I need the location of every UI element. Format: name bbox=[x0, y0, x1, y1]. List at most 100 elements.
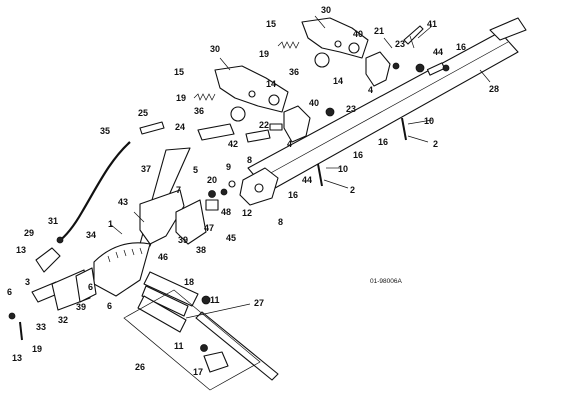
group-outline-26 bbox=[123, 289, 261, 391]
callout-16d: 16 bbox=[288, 190, 298, 200]
callout-23b: 23 bbox=[346, 104, 356, 114]
spring-mid bbox=[193, 93, 216, 101]
callout-15b: 15 bbox=[174, 67, 184, 77]
callout-12: 12 bbox=[242, 208, 252, 218]
washer-48 bbox=[220, 188, 228, 196]
callout-2b: 2 bbox=[350, 185, 355, 195]
callout-40: 40 bbox=[353, 29, 363, 39]
pad-24 bbox=[197, 123, 235, 141]
callout-9: 9 bbox=[226, 162, 231, 172]
callout-22: 22 bbox=[259, 120, 269, 130]
callout-16b: 16 bbox=[353, 150, 363, 160]
handle-29 bbox=[35, 247, 61, 273]
leader-lines bbox=[109, 15, 491, 235]
cam-left bbox=[283, 105, 311, 143]
callout-44: 44 bbox=[433, 47, 443, 57]
callout-47: 47 bbox=[204, 223, 214, 233]
callout-5: 5 bbox=[193, 165, 198, 175]
callout-29: 29 bbox=[24, 228, 34, 238]
callout-31: 31 bbox=[48, 216, 58, 226]
bracket-39-lower bbox=[75, 267, 97, 303]
callout-23: 23 bbox=[395, 39, 405, 49]
spring-23 bbox=[415, 63, 425, 73]
callout-26: 26 bbox=[135, 362, 145, 372]
callout-14b: 14 bbox=[266, 79, 276, 89]
callout-28: 28 bbox=[489, 84, 499, 94]
callout-6b: 6 bbox=[88, 282, 93, 292]
callout-17: 17 bbox=[193, 367, 203, 377]
callout-2: 2 bbox=[433, 139, 438, 149]
callout-45: 45 bbox=[226, 233, 236, 243]
callout-19: 19 bbox=[259, 49, 269, 59]
callout-36: 36 bbox=[289, 67, 299, 77]
callout-6c: 6 bbox=[107, 301, 112, 311]
pin-22 bbox=[269, 123, 283, 131]
block-47 bbox=[205, 199, 219, 211]
plate-hole bbox=[254, 183, 264, 193]
pin-25 bbox=[139, 121, 165, 135]
callout-30: 30 bbox=[321, 5, 331, 15]
washer-16-top bbox=[442, 64, 450, 72]
spring-23-middle bbox=[325, 107, 335, 117]
callout-11: 11 bbox=[210, 295, 220, 305]
nut-9 bbox=[228, 180, 236, 188]
callout-6: 6 bbox=[7, 287, 12, 297]
callout-1: 1 bbox=[108, 219, 113, 229]
callout-11b: 11 bbox=[174, 341, 184, 351]
callout-16: 16 bbox=[456, 42, 466, 52]
bracket-38 bbox=[175, 199, 207, 245]
spring-19-left bbox=[19, 321, 23, 341]
figure-code: 01-98006A bbox=[370, 278, 402, 285]
callout-4b: 4 bbox=[287, 139, 292, 149]
callout-3: 3 bbox=[25, 277, 30, 287]
callout-10b: 10 bbox=[338, 164, 348, 174]
callout-labels: 1 2 2 3 4 4 5 6 6 6 7 8 8 9 10 10 11 11 … bbox=[7, 5, 499, 377]
quadrant-teeth bbox=[107, 247, 143, 263]
callout-46: 46 bbox=[158, 252, 168, 262]
callout-20: 20 bbox=[207, 175, 217, 185]
bolt-10-right bbox=[401, 117, 407, 141]
nut-11 bbox=[201, 295, 211, 305]
block-42 bbox=[245, 129, 271, 143]
callout-41: 41 bbox=[427, 19, 437, 29]
bracket-7 bbox=[139, 189, 185, 245]
callout-8: 8 bbox=[247, 155, 252, 165]
callout-35: 35 bbox=[100, 126, 110, 136]
callout-19b: 19 bbox=[176, 93, 186, 103]
callout-19c: 19 bbox=[32, 344, 42, 354]
callout-25: 25 bbox=[138, 108, 148, 118]
spring-top bbox=[277, 41, 300, 49]
callout-13: 13 bbox=[16, 245, 26, 255]
callout-14: 14 bbox=[333, 76, 343, 86]
callout-44b: 44 bbox=[302, 175, 312, 185]
upper-bracket-top bbox=[301, 17, 369, 68]
upper-bracket-middle bbox=[214, 65, 289, 122]
callout-36b: 36 bbox=[194, 106, 204, 116]
callout-39: 39 bbox=[178, 235, 188, 245]
callout-32: 32 bbox=[58, 315, 68, 325]
pin-41 bbox=[403, 25, 424, 45]
nut-11-lower bbox=[200, 344, 208, 352]
callout-43: 43 bbox=[118, 197, 128, 207]
pin-44 bbox=[426, 62, 446, 76]
callout-8b: 8 bbox=[278, 217, 283, 227]
nut-21 bbox=[392, 62, 400, 70]
rod-27 bbox=[195, 311, 279, 381]
callout-16c: 16 bbox=[378, 137, 388, 147]
main-tube bbox=[247, 17, 527, 193]
nut-20 bbox=[208, 190, 216, 198]
bolt-10-lower bbox=[317, 163, 323, 187]
callout-34: 34 bbox=[86, 230, 96, 240]
leader-27 bbox=[185, 303, 251, 319]
callout-40b: 40 bbox=[309, 98, 319, 108]
control-rod bbox=[57, 141, 131, 243]
bolt-6-left bbox=[8, 312, 16, 320]
callout-24: 24 bbox=[175, 122, 185, 132]
callout-27: 27 bbox=[254, 298, 264, 308]
callout-21: 21 bbox=[374, 26, 384, 36]
callout-39b: 39 bbox=[76, 302, 86, 312]
clevis-17 bbox=[203, 351, 229, 373]
quadrant-plate bbox=[93, 242, 151, 297]
callout-15: 15 bbox=[266, 19, 276, 29]
